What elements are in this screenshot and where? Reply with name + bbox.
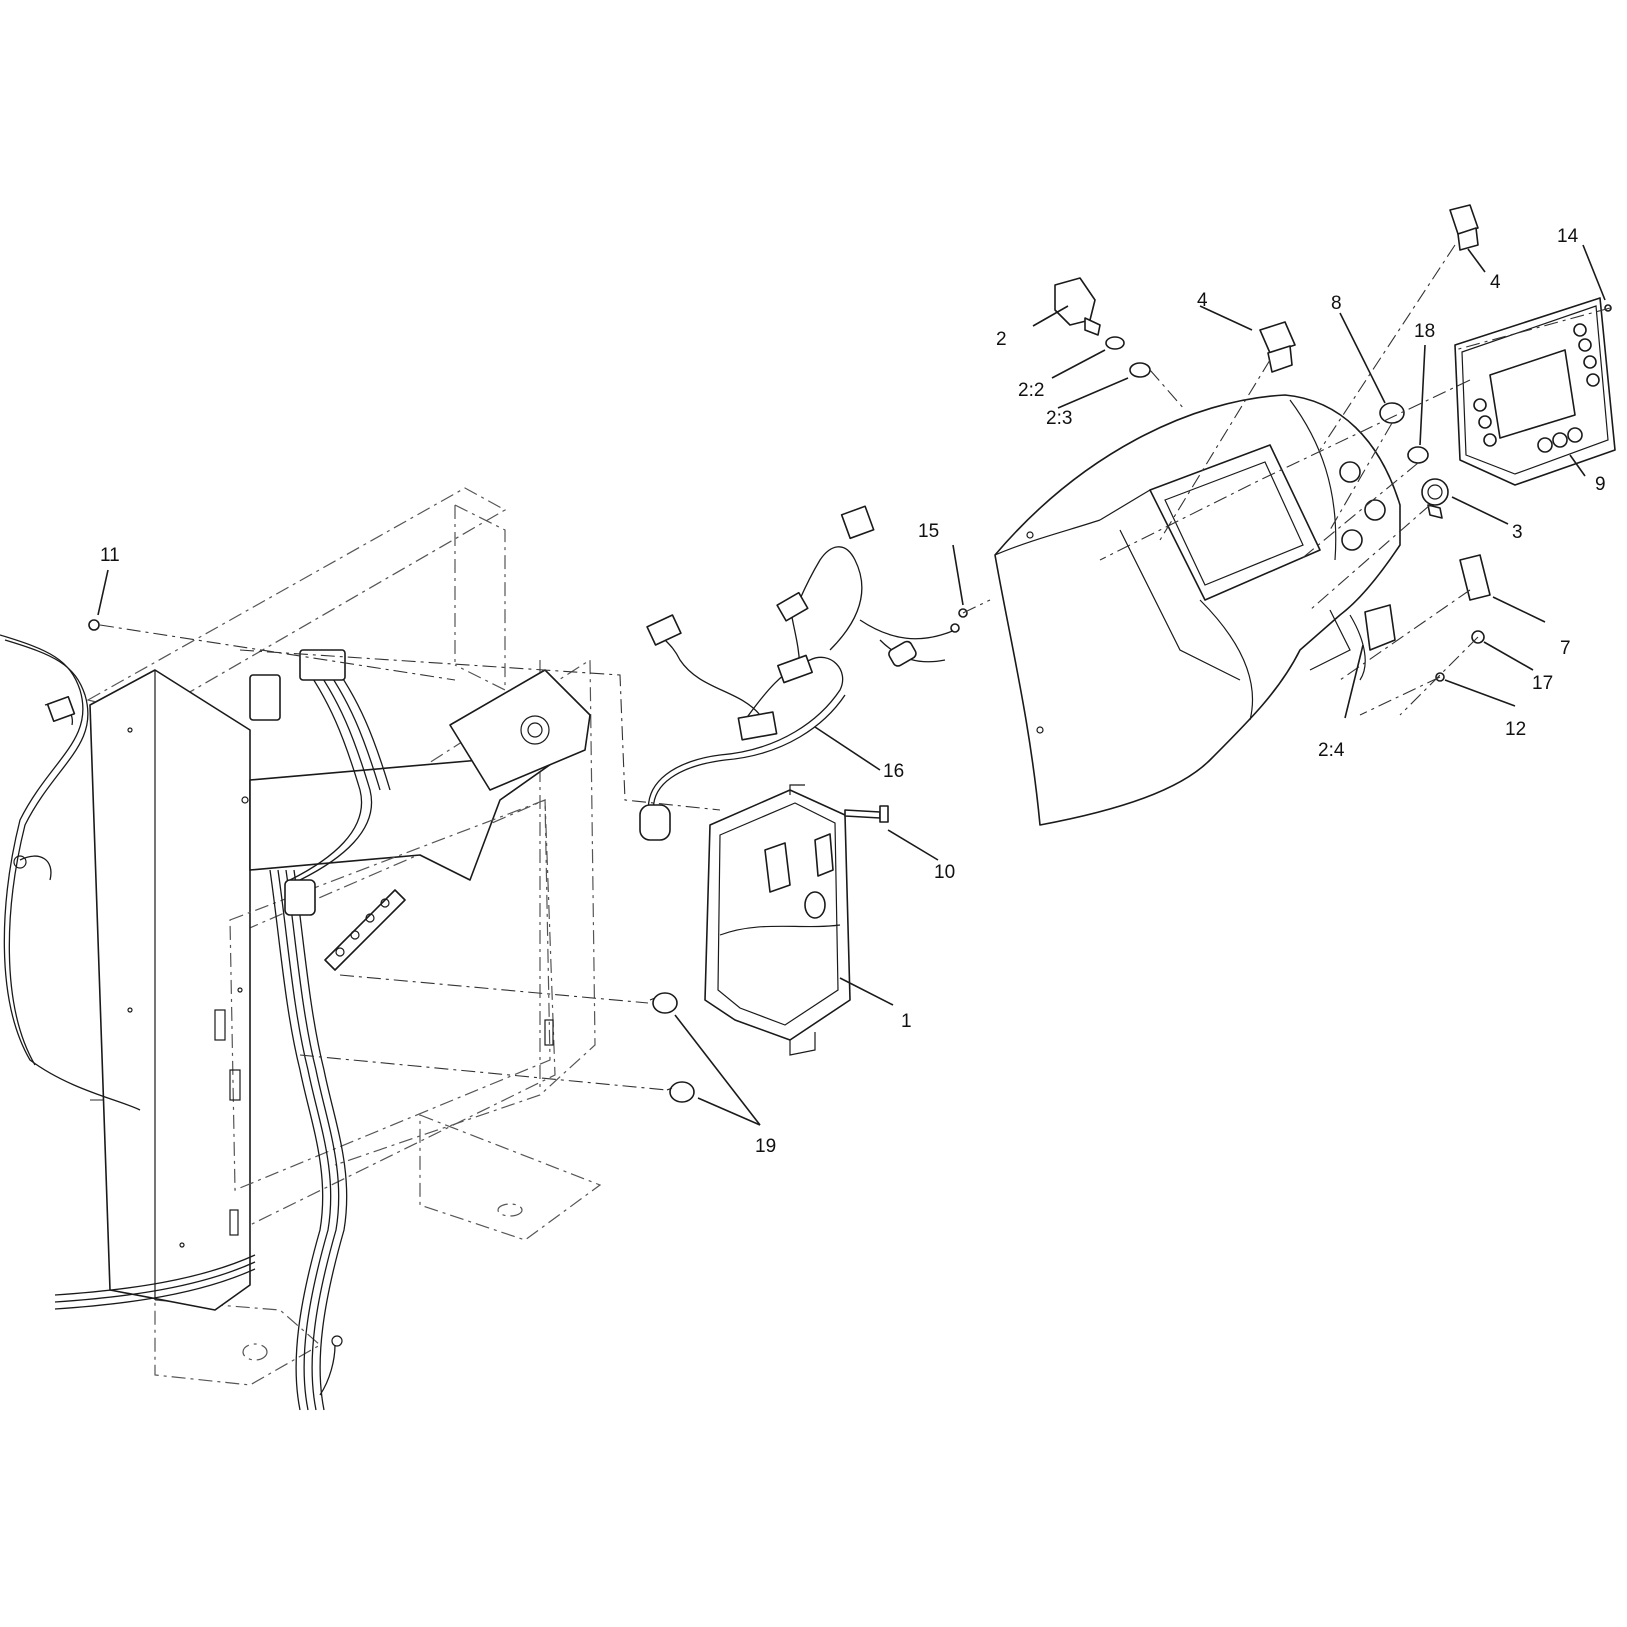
controller-module bbox=[704, 784, 851, 1056]
clamp-19-a bbox=[649, 992, 678, 1014]
clamp-19-b bbox=[666, 1081, 695, 1103]
callout-2-4: 2:4 bbox=[1318, 740, 1345, 761]
callout-3: 3 bbox=[1512, 522, 1523, 543]
callout-19: 19 bbox=[755, 1136, 776, 1157]
bolt-10 bbox=[844, 805, 889, 823]
callout-9: 9 bbox=[1595, 474, 1606, 495]
callout-10: 10 bbox=[934, 862, 955, 883]
display-panel bbox=[1454, 297, 1616, 486]
assembly-lines bbox=[99, 244, 1611, 1091]
callout-4a: 4 bbox=[1197, 290, 1208, 311]
callout-2-3: 2:3 bbox=[1046, 408, 1072, 429]
callout-8: 8 bbox=[1331, 293, 1342, 314]
callout-15: 15 bbox=[918, 521, 939, 542]
switch-7 bbox=[1459, 554, 1491, 601]
callout-2: 2 bbox=[996, 329, 1007, 350]
callout-12: 12 bbox=[1505, 719, 1526, 740]
nut-11 bbox=[88, 619, 100, 631]
rocker-switch-a bbox=[1259, 321, 1296, 373]
callout-14: 14 bbox=[1557, 226, 1579, 247]
console-cover bbox=[994, 394, 1401, 826]
callout-7: 7 bbox=[1560, 638, 1571, 659]
callout-1: 1 bbox=[901, 1011, 912, 1032]
switch-2-4 bbox=[1364, 604, 1396, 651]
callout-4b: 4 bbox=[1490, 272, 1501, 293]
callout-18: 18 bbox=[1414, 321, 1435, 342]
callout-16: 16 bbox=[883, 761, 904, 782]
leader-lines bbox=[97, 244, 1606, 1126]
frame-arm bbox=[241, 669, 591, 881]
terminal-plate bbox=[324, 889, 406, 971]
callout-11: 11 bbox=[100, 545, 120, 566]
callout-2-2: 2:2 bbox=[1018, 380, 1044, 401]
plug-8 bbox=[1379, 402, 1405, 424]
plug-18 bbox=[1407, 446, 1429, 464]
callout-17: 17 bbox=[1532, 673, 1553, 694]
frame-plate bbox=[214, 799, 554, 1236]
frame-column bbox=[89, 669, 251, 1311]
ignition-switch bbox=[1054, 277, 1151, 378]
power-port-3 bbox=[1421, 478, 1449, 519]
main-harness bbox=[0, 634, 391, 1411]
sub-harness bbox=[639, 505, 960, 841]
rocker-switch-b bbox=[1449, 204, 1479, 251]
callout-labels: 1 2 2:2 2:3 2:4 3 4 4 7 8 9 10 11 12 14 … bbox=[100, 226, 1606, 1157]
